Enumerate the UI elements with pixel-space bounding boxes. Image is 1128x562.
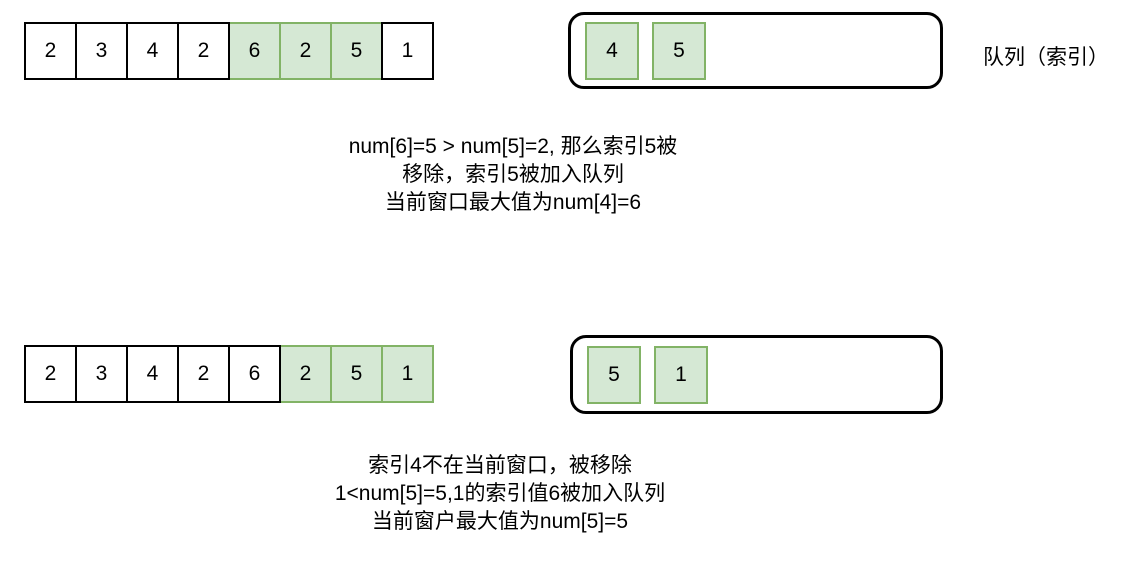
- array-cell: 3: [75, 345, 128, 403]
- caption-line: num[6]=5 > num[5]=2, 那么索引5被: [348, 135, 678, 158]
- caption-line: 当前窗户最大值为num[5]=5: [371, 510, 629, 533]
- queue-cell: 5: [652, 21, 706, 80]
- queue-cell: 1: [654, 345, 708, 404]
- array-cell: 2: [279, 345, 332, 403]
- array-cell: 4: [126, 345, 179, 403]
- caption-step1: num[6]=5 > num[5]=2, 那么索引5被 移除，索引5被加入队列 …: [303, 133, 723, 217]
- caption-line: 当前窗口最大值为num[4]=6: [384, 191, 642, 214]
- array-cell: 2: [279, 22, 332, 80]
- array-cell: 2: [177, 345, 230, 403]
- array-cell: 5: [330, 22, 383, 80]
- caption-line: 1<num[5]=5,1的索引值6被加入队列: [334, 482, 666, 505]
- queue-cell: 5: [587, 345, 641, 404]
- array-cell: 1: [381, 345, 434, 403]
- array-cell: 4: [126, 22, 179, 80]
- array-cell: 1: [381, 22, 434, 80]
- queue-label: 队列（索引）: [983, 46, 1109, 69]
- queue-cell: 4: [585, 21, 639, 80]
- array-cell: 2: [24, 22, 77, 80]
- caption-line: 索引4不在当前窗口，被移除: [368, 454, 632, 477]
- array-cell: 6: [228, 345, 281, 403]
- array-cell: 6: [228, 22, 281, 80]
- array-cell: 5: [330, 345, 383, 403]
- caption-line: 移除，索引5被加入队列: [402, 163, 624, 186]
- array-cell: 2: [177, 22, 230, 80]
- array-cell: 3: [75, 22, 128, 80]
- array-cell: 2: [24, 345, 77, 403]
- caption-step2: 索引4不在当前窗口，被移除 1<num[5]=5,1的索引值6被加入队列 当前窗…: [290, 452, 710, 536]
